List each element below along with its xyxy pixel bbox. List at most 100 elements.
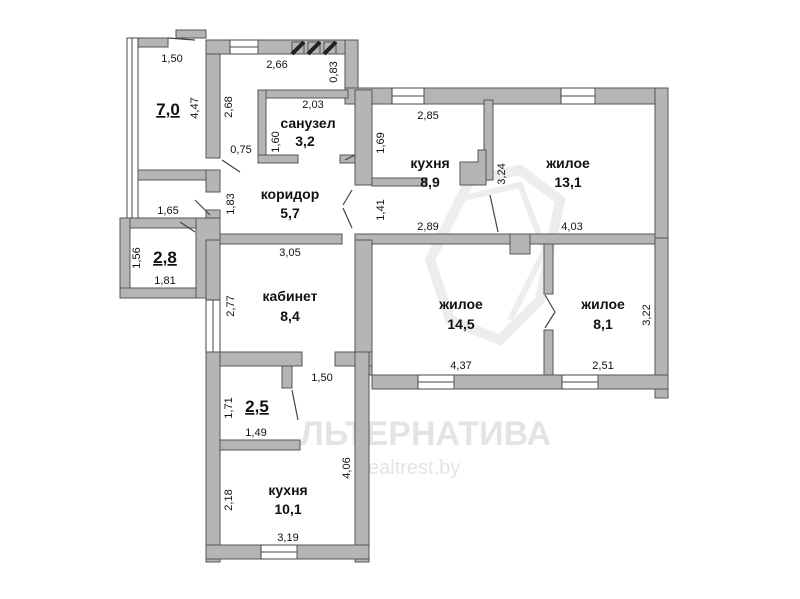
dim-label: 2,03 (302, 99, 323, 111)
wall-segment (296, 544, 370, 560)
room-area-kitchen-bottom: 10,1 (274, 501, 301, 517)
wall-segment (205, 351, 221, 563)
dim-label: 4,06 (341, 457, 353, 478)
room-name-kitchen-bottom: кухня (268, 482, 307, 498)
dim-label: 2,18 (223, 489, 235, 510)
room-area-corridor: 5,7 (280, 205, 300, 221)
room-area-living-small: 8,1 (593, 316, 613, 332)
dim-label: 0,83 (328, 61, 340, 82)
watermark-site: ealtrest.by (368, 457, 460, 479)
wall-segment (137, 169, 209, 181)
door (544, 311, 556, 329)
room-area-study: 8,4 (280, 308, 300, 324)
wall-segment (543, 243, 554, 295)
wall-segment (205, 39, 231, 55)
room-name-living-small: жилое (580, 296, 625, 312)
dim-label: 1,56 (131, 247, 143, 268)
dim-label: 4,37 (450, 360, 471, 372)
room-area-pantry: 2,5 (245, 397, 269, 416)
watermark-brand: ЛЬТЕРНАТИВА (300, 415, 551, 453)
dim-label: 4,47 (189, 97, 201, 118)
wall-segment (137, 37, 169, 48)
room-name-living-mid: жилое (438, 296, 483, 312)
wall-segment (543, 329, 554, 376)
door (291, 389, 299, 421)
wall-segment (175, 29, 207, 39)
wall-segment (654, 87, 669, 239)
room-labels: 7,0 санузел 3,2 кухня 8,9 жилое 13,1 кор… (153, 100, 625, 517)
dim-label: 4,03 (561, 221, 582, 233)
dim-label: 3,22 (641, 304, 653, 325)
wall-segment (257, 154, 299, 164)
wall-segment (257, 89, 349, 99)
door (344, 154, 356, 161)
stove (459, 149, 487, 186)
wall-segment (509, 233, 531, 255)
room-area-storage: 2,8 (153, 248, 177, 267)
dim-label: 1,81 (154, 275, 175, 287)
wall-segment (281, 365, 293, 389)
wall-segment (344, 39, 359, 91)
wall-segment (354, 233, 511, 245)
door (167, 37, 196, 41)
wall-segment (219, 233, 343, 245)
wall-segment (597, 374, 669, 390)
wall-segment (371, 177, 428, 187)
wall-segment (119, 217, 131, 299)
room-name-kitchen-top: кухня (410, 155, 449, 171)
dim-label: 1,69 (375, 132, 387, 153)
wall-segment (205, 239, 221, 301)
room-name-corridor: коридор (261, 186, 320, 202)
wall-segment (354, 89, 373, 186)
dim-label: 1,71 (223, 397, 235, 418)
door (179, 221, 196, 233)
dim-label: 1,83 (225, 193, 237, 214)
wall-segment (453, 374, 563, 390)
dim-label: 1,60 (270, 131, 282, 152)
wall-segment (354, 351, 370, 563)
door (342, 189, 353, 206)
wall-segment (483, 99, 494, 181)
watermark: ЛЬТЕРНАТИВА ealtrest.by (300, 164, 566, 479)
door (194, 199, 211, 216)
dim-label: 3,24 (496, 163, 508, 184)
dim-label: 2,89 (417, 221, 438, 233)
room-area-living-top: 13,1 (554, 174, 581, 190)
wall-segment (205, 169, 221, 193)
dim-label: 2,85 (417, 110, 438, 122)
dim-label: 2,77 (225, 295, 237, 316)
wall-segment (654, 237, 669, 399)
room-name-study: кабинет (263, 288, 318, 304)
dimension-labels: 1,50 4,47 2,66 0,83 2,68 2,03 1,60 0,75 … (131, 53, 653, 544)
dim-label: 2,66 (266, 59, 287, 71)
dim-label: 0,75 (230, 144, 251, 156)
door (221, 159, 241, 173)
room-name-bathroom: санузел (280, 115, 335, 131)
dim-label: 2,68 (223, 96, 235, 117)
wall-segment (529, 233, 656, 245)
door (489, 194, 499, 233)
dim-label: 1,50 (311, 372, 332, 384)
wall-segment (205, 39, 221, 159)
room-area-kitchen-top: 8,9 (420, 174, 440, 190)
wall-segment (371, 374, 419, 390)
wall-segment (219, 439, 301, 451)
door (544, 294, 556, 313)
room-area-living-mid: 14,5 (447, 316, 474, 332)
wall-segment (205, 544, 262, 560)
dim-label: 1,41 (375, 199, 387, 220)
door (342, 207, 353, 229)
dim-label: 3,19 (277, 532, 298, 544)
wall-segment (257, 89, 267, 161)
watermark-logo (424, 164, 566, 346)
dim-label: 1,65 (157, 205, 178, 217)
room-area-bathroom: 3,2 (295, 133, 315, 149)
room-name-living-top: жилое (545, 155, 590, 171)
dim-label: 3,05 (279, 247, 300, 259)
dim-label: 2,51 (592, 360, 613, 372)
dim-label: 1,50 (161, 53, 182, 65)
room-area-veranda: 7,0 (156, 100, 180, 119)
walls (119, 29, 669, 563)
doors (167, 37, 556, 421)
